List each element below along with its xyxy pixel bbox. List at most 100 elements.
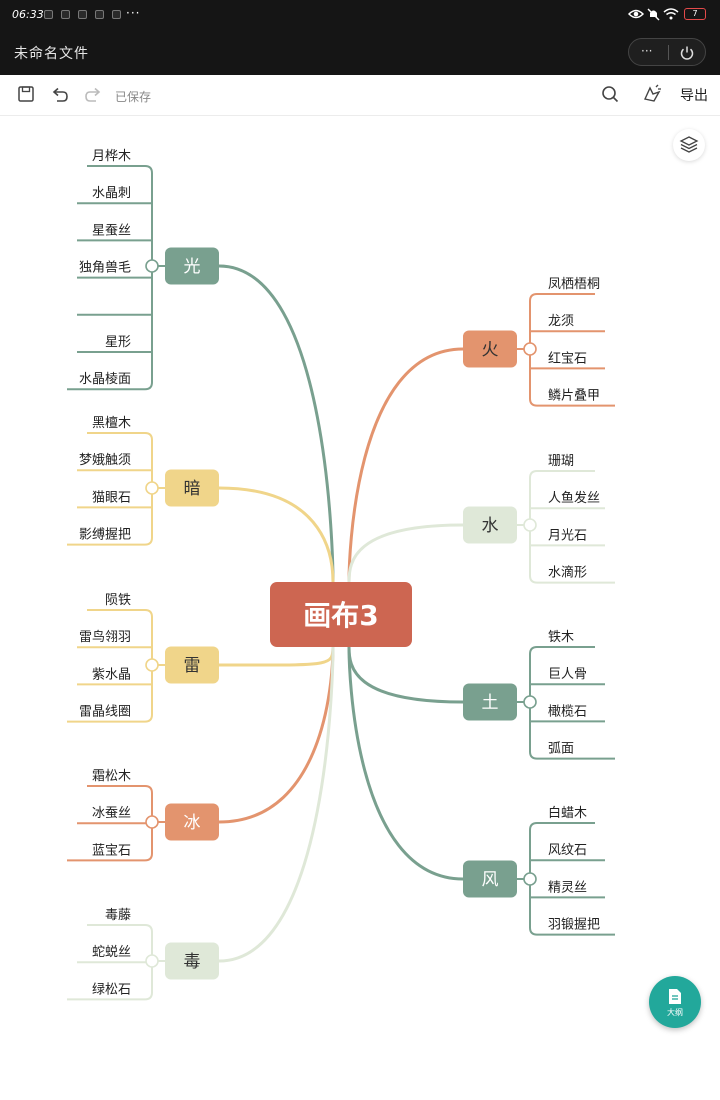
- leaf-node[interactable]: 雷晶线圈: [79, 705, 131, 720]
- collapse-toggle[interactable]: [523, 695, 537, 709]
- outline-button[interactable]: 大纲: [649, 976, 701, 1028]
- branch-connector: [347, 523, 464, 583]
- more-menu-button[interactable]: ···: [641, 44, 653, 58]
- collapse-toggle[interactable]: [145, 259, 159, 273]
- leaf-node[interactable]: 影缚握把: [79, 527, 131, 543]
- status-time: 06:33: [12, 8, 44, 21]
- collapse-toggle[interactable]: [145, 658, 159, 672]
- leaf-connector: [87, 924, 153, 961]
- notification-icon: [78, 10, 87, 19]
- redo-icon[interactable]: [84, 84, 104, 104]
- leaf-node[interactable]: 梦娥触须: [79, 453, 131, 468]
- leaf-node[interactable]: 毒藤: [105, 908, 131, 923]
- leaf-connector: [529, 293, 595, 349]
- branch-node[interactable]: [165, 247, 219, 285]
- branch-node-label: 风: [482, 870, 499, 890]
- undo-icon[interactable]: [49, 84, 69, 104]
- leaf-node[interactable]: 月桦木: [92, 149, 131, 164]
- save-icon[interactable]: [16, 84, 36, 104]
- leaf-node[interactable]: 陨铁: [105, 593, 131, 608]
- branch-connector: [218, 646, 335, 667]
- leaf-node[interactable]: 弧面: [548, 742, 574, 757]
- leaf-connector: [67, 665, 153, 723]
- leaf-node[interactable]: 绿松石: [92, 982, 131, 997]
- collapse-toggle[interactable]: [523, 342, 537, 356]
- leaf-node[interactable]: 白蜡木: [548, 805, 587, 821]
- leaf-node[interactable]: 铁木: [548, 630, 574, 645]
- leaf-node[interactable]: 水晶棱面: [79, 371, 131, 387]
- leaf-node[interactable]: 羽锻握把: [548, 918, 600, 933]
- export-button[interactable]: 导出: [680, 88, 708, 104]
- leaf-node[interactable]: 水滴形: [548, 565, 587, 581]
- close-power-icon[interactable]: [676, 42, 698, 64]
- branch-connector: [218, 646, 335, 963]
- leaf-node[interactable]: 凤栖梧桐: [548, 277, 600, 292]
- root-node[interactable]: 画布3: [270, 582, 412, 647]
- leaf-node[interactable]: 独角兽毛: [79, 261, 131, 276]
- toolbar: 已保存 导出: [0, 75, 720, 116]
- leaf-node[interactable]: 精灵丝: [548, 880, 587, 895]
- leaf-connector: [67, 266, 153, 391]
- title-bar: 未命名文件 ···: [0, 30, 720, 75]
- collapse-toggle[interactable]: [145, 815, 159, 829]
- leaf-connector: [87, 609, 153, 665]
- leaf-connector: [529, 879, 615, 936]
- branch-node[interactable]: [165, 942, 219, 980]
- collapse-toggle[interactable]: [145, 954, 159, 968]
- mindmap-nodes: 月桦木水晶刺星蚕丝独角兽毛星形水晶棱面光黑檀木梦娥触须猫眼石影缚握把暗陨铁雷鸟翎…: [79, 149, 600, 997]
- collapse-toggle[interactable]: [523, 518, 537, 532]
- branch-node-label: 水: [482, 516, 499, 536]
- branch-node-label: 冰: [184, 813, 201, 833]
- leaf-connector: [529, 646, 595, 702]
- status-bar: 06:33 ··· 7: [0, 0, 720, 30]
- leaf-connector: [67, 961, 153, 1001]
- notification-icon: [44, 10, 53, 19]
- leaf-node[interactable]: 冰蚕丝: [92, 806, 131, 821]
- collapse-toggle[interactable]: [145, 481, 159, 495]
- leaf-connector: [529, 349, 615, 407]
- leaf-connector: [67, 488, 153, 546]
- leaf-node[interactable]: 风纹石: [548, 843, 587, 858]
- branch-node[interactable]: [463, 330, 517, 368]
- presentation-icon[interactable]: [642, 84, 662, 104]
- leaf-node[interactable]: 猫眼石: [92, 490, 131, 505]
- leaf-node[interactable]: 橄榄石: [548, 703, 587, 719]
- leaf-node[interactable]: 龙须: [548, 314, 574, 329]
- branch-node[interactable]: [165, 469, 219, 507]
- leaf-node[interactable]: 水晶刺: [92, 186, 131, 201]
- leaf-connector: [529, 525, 615, 584]
- leaf-node[interactable]: 巨人骨: [548, 667, 587, 682]
- search-icon[interactable]: [600, 84, 620, 104]
- collapse-toggle[interactable]: [523, 872, 537, 886]
- document-title[interactable]: 未命名文件: [14, 46, 89, 62]
- notification-icon: [112, 10, 121, 19]
- mindmap-canvas[interactable]: 月桦木水晶刺星蚕丝独角兽毛星形水晶棱面光黑檀木梦娥触须猫眼石影缚握把暗陨铁雷鸟翎…: [0, 115, 720, 1100]
- leaf-node[interactable]: 霜松木: [92, 769, 131, 784]
- mindmap-edges: [67, 165, 615, 1001]
- leaf-node[interactable]: 星蚕丝: [92, 223, 131, 238]
- leaf-node[interactable]: 蛇蜕丝: [92, 945, 131, 960]
- leaf-node[interactable]: 红宝石: [548, 350, 587, 366]
- layers-button[interactable]: [673, 129, 705, 161]
- branch-node-label: 雷: [184, 656, 201, 676]
- leaf-node[interactable]: 黑檀木: [92, 415, 131, 431]
- leaf-node[interactable]: 月光石: [548, 528, 587, 543]
- more-notifications-icon: ···: [126, 6, 141, 20]
- leaf-node[interactable]: 雷鸟翎羽: [79, 629, 131, 645]
- branch-node[interactable]: [463, 860, 517, 898]
- leaf-node[interactable]: 紫水晶: [92, 667, 131, 682]
- leaf-node[interactable]: 人鱼发丝: [548, 490, 600, 506]
- notification-icon: [61, 10, 70, 19]
- leaf-node[interactable]: 鳞片叠甲: [548, 389, 600, 404]
- leaf-node[interactable]: 星形: [105, 335, 131, 350]
- leaf-node[interactable]: 蓝宝石: [92, 843, 131, 858]
- leaf-node[interactable]: 珊瑚: [548, 454, 574, 469]
- branch-connector: [347, 646, 464, 704]
- branch-node[interactable]: [463, 506, 517, 544]
- branch-node[interactable]: [165, 803, 219, 841]
- branch-connector: [218, 646, 335, 824]
- save-status: 已保存: [115, 90, 152, 104]
- root-node-label: 画布3: [303, 599, 378, 632]
- branch-node[interactable]: [165, 646, 219, 684]
- branch-node[interactable]: [463, 683, 517, 721]
